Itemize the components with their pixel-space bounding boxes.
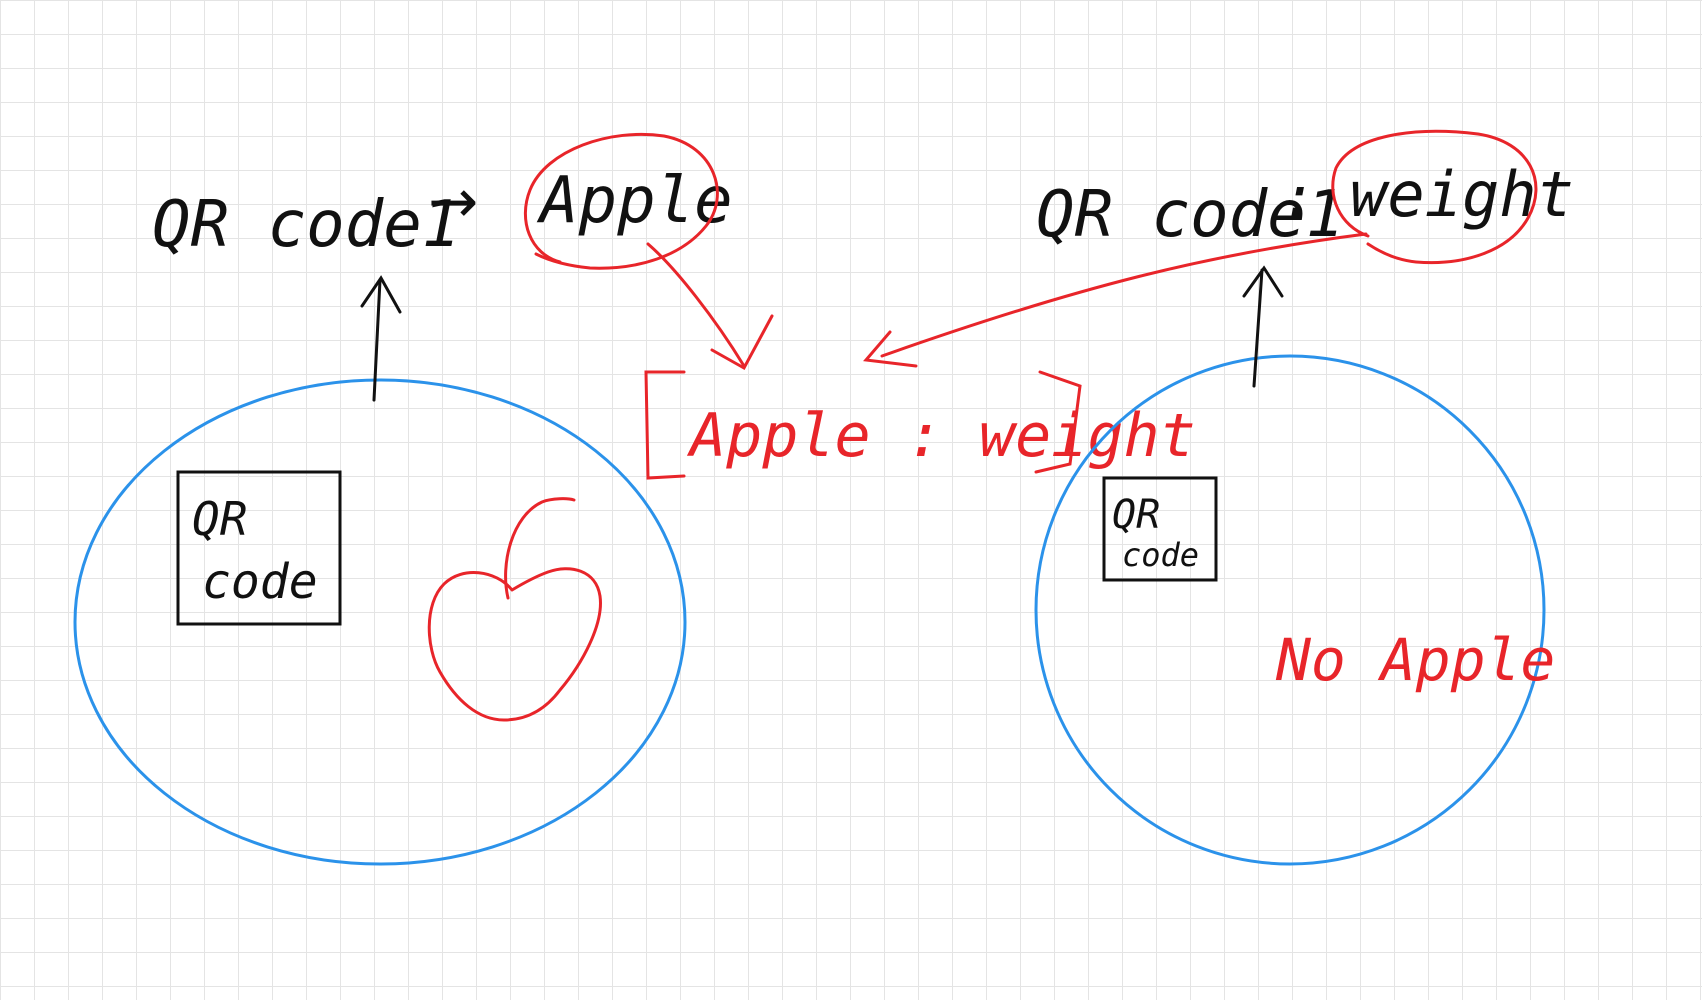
left-qr-box bbox=[176, 470, 342, 626]
right-qr-box bbox=[1102, 476, 1218, 582]
left-item-label: Apple bbox=[536, 164, 733, 238]
apple-sketch-icon bbox=[427, 497, 602, 722]
left-up-arrow bbox=[360, 275, 402, 402]
left-qr-box-line2: code bbox=[202, 554, 318, 610]
right-item-label: weight bbox=[1350, 158, 1574, 231]
right-qr-box-line1: QR bbox=[1112, 492, 1160, 538]
left-zone-ellipse bbox=[73, 378, 687, 866]
weight-to-pair-arrow bbox=[863, 232, 1368, 368]
right-note: No Apple bbox=[1275, 626, 1555, 694]
apple-to-pair-arrow bbox=[646, 242, 774, 371]
center-pair-label: Apple : weight bbox=[686, 401, 1196, 471]
weight-highlight-circle bbox=[1331, 129, 1538, 265]
right-code-label: QR code1 bbox=[1036, 178, 1344, 252]
apple-highlight-circle bbox=[524, 132, 719, 270]
left-arrow-glyph: → bbox=[428, 167, 478, 237]
pair-brackets bbox=[644, 370, 1082, 480]
right-separator: : bbox=[1282, 165, 1316, 230]
right-up-arrow bbox=[1242, 265, 1284, 388]
right-qr-box-line2: code bbox=[1122, 536, 1199, 574]
right-zone-ellipse bbox=[1034, 354, 1546, 866]
left-code-label: QR code1 bbox=[152, 188, 460, 262]
left-qr-box-line1: QR bbox=[192, 492, 247, 546]
